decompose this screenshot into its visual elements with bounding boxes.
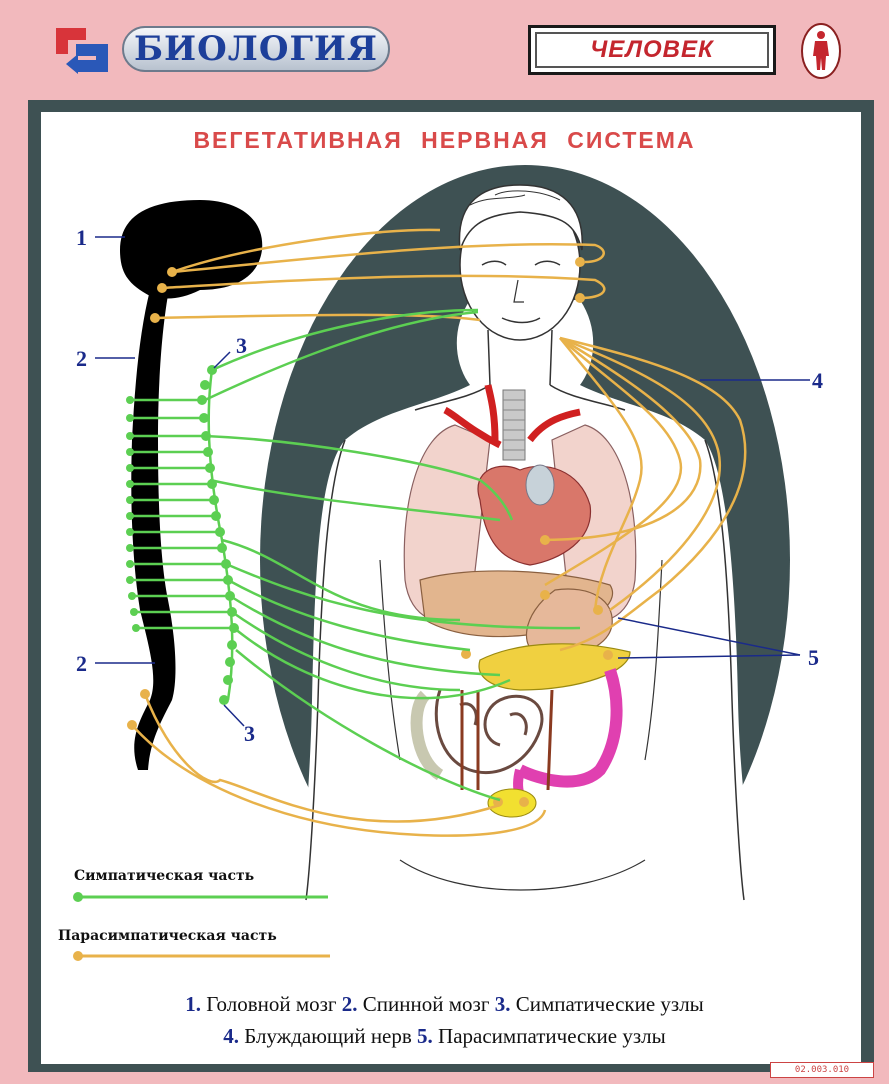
- caption-line-2: 4. Блуждающий нерв 5. Парасимпатические …: [0, 1024, 889, 1049]
- caption-line-1: 1. Головной мозг 2. Спинной мозг 3. Симп…: [0, 992, 889, 1017]
- marker-3-top: 3: [236, 333, 247, 358]
- legend-sympathetic-label: Симпатическая часть: [74, 868, 254, 884]
- catalog-stamp: 02.003.010: [770, 1062, 874, 1078]
- caption-sympathetic-ganglia: Симпатические узлы: [516, 992, 704, 1016]
- caption-parasympathetic-ganglia: Парасимпатические узлы: [438, 1024, 666, 1048]
- marker-2-bottom: 2: [76, 651, 87, 676]
- caption-vagus-nerve: Блуждающий нерв: [244, 1024, 412, 1048]
- marker-2-top: 2: [76, 346, 87, 371]
- marker-4: 4: [812, 368, 823, 393]
- legend-sympathetic-line: [73, 892, 328, 902]
- legend-parasympathetic-label: Парасимпатическая часть: [58, 928, 277, 944]
- spinal-cord: [131, 290, 175, 770]
- caption-brain: Головной мозг: [206, 992, 336, 1016]
- marker-5: 5: [808, 645, 819, 670]
- legend-parasympathetic-line: [73, 951, 330, 961]
- marker-1: 1: [76, 225, 87, 250]
- caption-spinal-cord: Спинной мозг: [363, 992, 490, 1016]
- marker-3-bottom: 3: [244, 721, 255, 746]
